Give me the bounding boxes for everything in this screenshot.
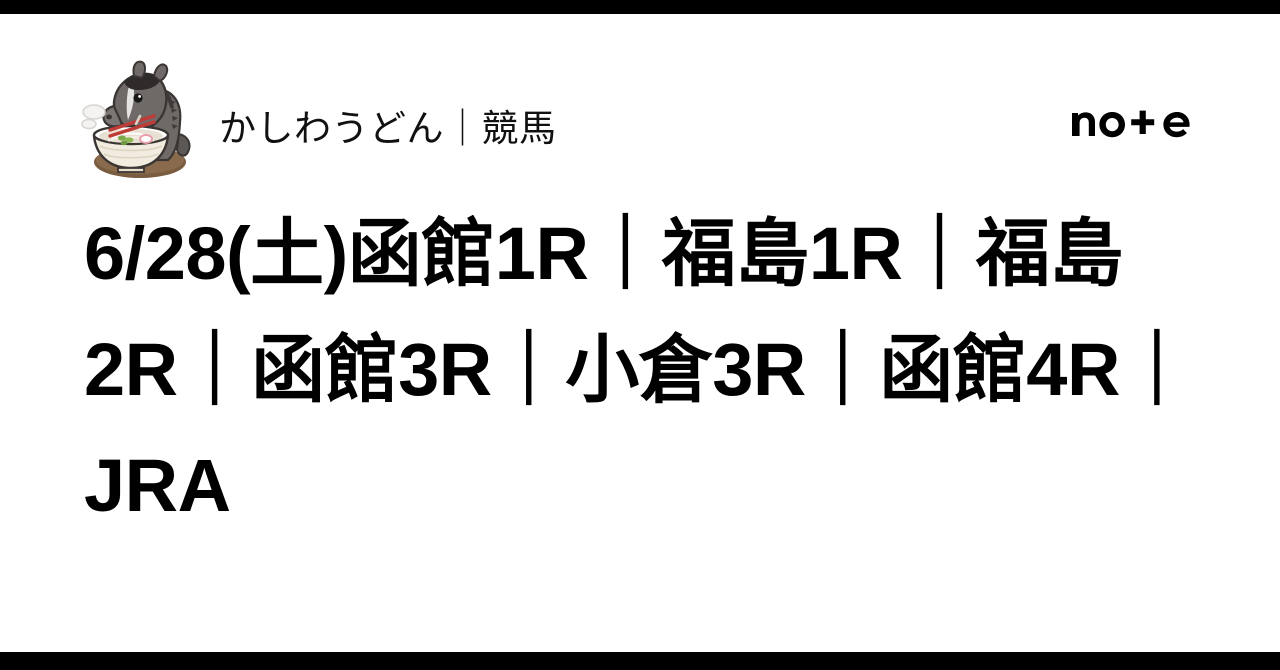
author-name: かしわうどん｜競馬 — [219, 108, 557, 149]
header: かしわうどん｜競馬 — [0, 14, 1280, 184]
top-letterbox-bar — [0, 0, 1280, 14]
article-title: 6/28(土)函館1R｜福島1R｜福島2R｜函館3R｜小倉3R｜函館4R｜JRA — [84, 212, 1194, 527]
horse-eating-udon-avatar-icon — [80, 50, 196, 182]
bottom-letterbox-bar — [0, 652, 1280, 670]
author-line: かしわうどん｜競馬 — [219, 102, 557, 156]
note-logo[interactable] — [1070, 100, 1192, 142]
